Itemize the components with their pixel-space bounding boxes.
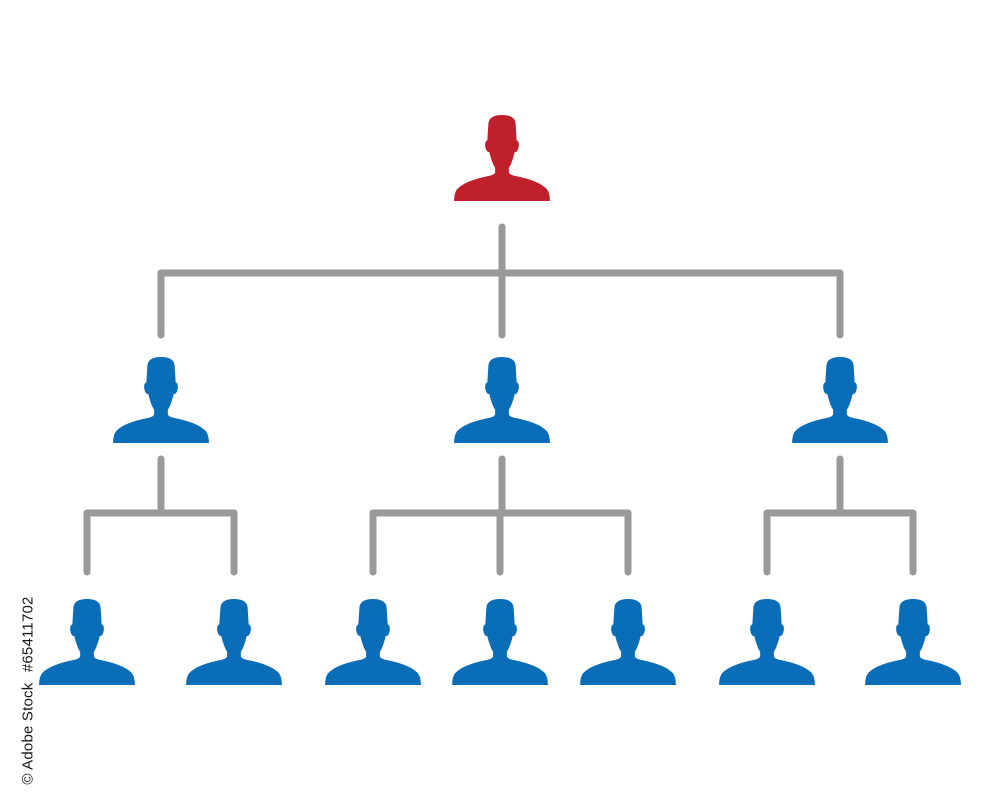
member-person-icon	[452, 598, 548, 685]
member-person-icon	[719, 598, 815, 685]
watermark-brand: © Adobe Stock	[19, 682, 37, 785]
head-person-icon	[454, 114, 550, 201]
member-person-icon	[113, 356, 209, 443]
member-person-icon	[580, 598, 676, 685]
org-nodes	[39, 114, 961, 685]
member-person-icon	[454, 356, 550, 443]
member-person-icon	[186, 598, 282, 685]
watermark-stock-id: #65411702	[19, 595, 37, 672]
member-person-icon	[39, 598, 135, 685]
connector-lines	[83, 223, 917, 576]
member-person-icon	[865, 598, 961, 685]
watermark-text: © Adobe Stock #65411702	[20, 596, 37, 784]
stock-watermark: © Adobe Stock #65411702	[18, 590, 38, 790]
member-person-icon	[325, 598, 421, 685]
member-person-icon	[792, 356, 888, 443]
